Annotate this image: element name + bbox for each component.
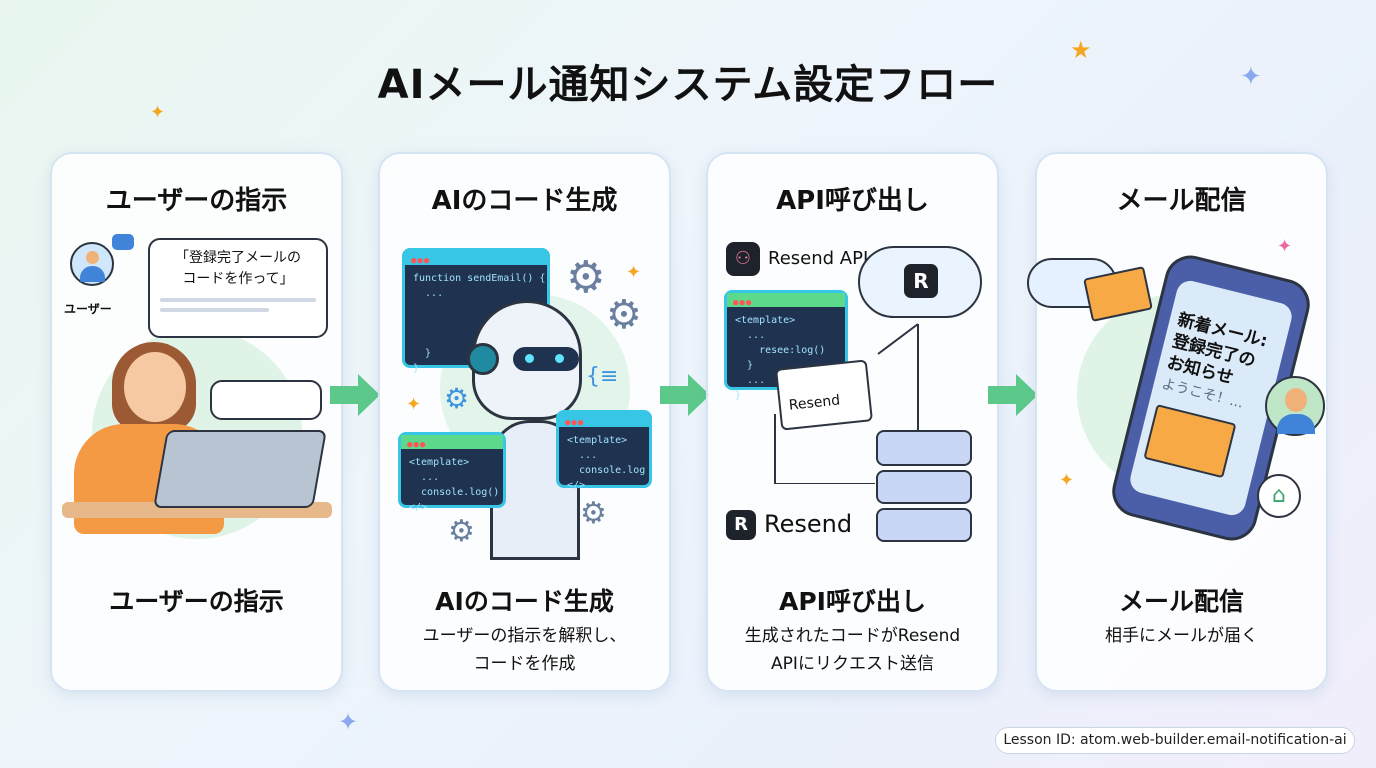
resend-brand-label: Resend xyxy=(764,510,853,538)
step-description: 生成されたコードがResend APIにリクエスト送信 xyxy=(744,626,961,674)
webhook-icon: ⚇ xyxy=(726,242,760,276)
woman-face xyxy=(124,352,186,422)
api-illustration: ⚇ Resend API R ●●●<template> ... resee:l… xyxy=(708,234,1001,564)
gear-icon: ⚙ xyxy=(566,252,606,303)
laptop-icon xyxy=(153,430,327,508)
gear-icon: ⚙ xyxy=(448,514,475,549)
delivery-illustration: 新着メール: 登録完了の お知らせ ようこそ！... ⌂ ✦ ✦ xyxy=(1027,234,1330,564)
user-label: ユーザー xyxy=(64,302,112,316)
sparkle-icon: ✦ xyxy=(406,394,422,415)
recipient-avatar xyxy=(1265,376,1325,436)
sparkle-icon: ✦ xyxy=(1277,236,1293,257)
ai-illustration: ●●●function sendEmail() { ... } } ⚙ ⚙ ⚙ … xyxy=(380,234,673,564)
sparkle-icon: ✦ xyxy=(1059,470,1075,491)
step-card-api-call: API呼び出し ⚇ Resend API R ●●●<template> ...… xyxy=(706,152,999,692)
speech-line: コードを作って」 xyxy=(182,271,294,287)
cloud-icon: R xyxy=(858,246,982,318)
sparkle-icon: ✦ xyxy=(150,102,166,123)
envelope-icon xyxy=(1143,404,1237,479)
step-heading: メール配信 xyxy=(1116,186,1247,216)
page-title: AIメール通知システム設定フロー xyxy=(377,62,999,108)
user-illustration: ユーザー 「登録完了メールの コードを作って」 xyxy=(52,234,345,564)
resend-api-label: Resend API xyxy=(768,248,869,269)
gear-icon: ⚙ xyxy=(580,496,607,531)
lesson-id-badge: Lesson ID: atom.web-builder.email-notifi… xyxy=(995,727,1355,754)
user-avatar-icon xyxy=(70,242,114,286)
step-subtitle: ユーザーの指示 xyxy=(109,587,284,616)
code-brace-icon: {≡ xyxy=(586,364,619,389)
resend-logo: R xyxy=(726,510,756,540)
chat-icon xyxy=(112,234,134,250)
server-icon xyxy=(876,430,972,550)
gear-icon: ⚙ xyxy=(606,292,642,338)
step-subtitle: メール配信 xyxy=(1118,587,1244,616)
typing-bubble xyxy=(210,380,322,420)
step-card-mail-delivery: メール配信 新着メール: 登録完了の お知らせ ようこそ！... ⌂ ✦ ✦ メ… xyxy=(1027,152,1330,692)
step-card-ai-codegen: AIのコード生成 ●●●function sendEmail() { ... }… xyxy=(378,152,671,692)
code-window: ●●●<template> ... console.log() </> xyxy=(398,432,506,513)
code-window: ●●●<template> ... console.log </> xyxy=(556,410,652,491)
step-heading: API呼び出し xyxy=(776,186,929,216)
step-description: ユーザーの指示を解釈し、 コードを作成 xyxy=(422,626,627,674)
arrow-right-icon xyxy=(660,374,710,416)
star-icon: ★ xyxy=(1070,36,1092,64)
step-heading: ユーザーの指示 xyxy=(105,186,288,216)
step-subtitle: API呼び出し xyxy=(779,587,926,616)
arrow-right-icon xyxy=(330,374,380,416)
sparkle-icon: ✦ xyxy=(1240,62,1262,92)
step-description: 相手にメールが届く xyxy=(1105,626,1258,646)
robot-head-icon xyxy=(467,300,582,420)
flow-arrows xyxy=(774,323,919,484)
step-card-user-instruction: ユーザーの指示 ユーザー 「登録完了メールの コードを作って」 ユーザーの指示 xyxy=(50,152,343,692)
arrow-right-icon xyxy=(988,374,1038,416)
speech-line: 「登録完了メールの xyxy=(175,250,301,266)
step-subtitle: AIのコード生成 xyxy=(435,587,614,616)
home-icon: ⌂ xyxy=(1257,474,1301,518)
sparkle-icon: ✦ xyxy=(626,262,642,283)
step-heading: AIのコード生成 xyxy=(431,186,618,216)
gear-icon: ⚙ xyxy=(444,382,470,415)
speech-bubble: 「登録完了メールの コードを作って」 xyxy=(148,238,328,338)
sparkle-icon: ✦ xyxy=(338,708,359,736)
